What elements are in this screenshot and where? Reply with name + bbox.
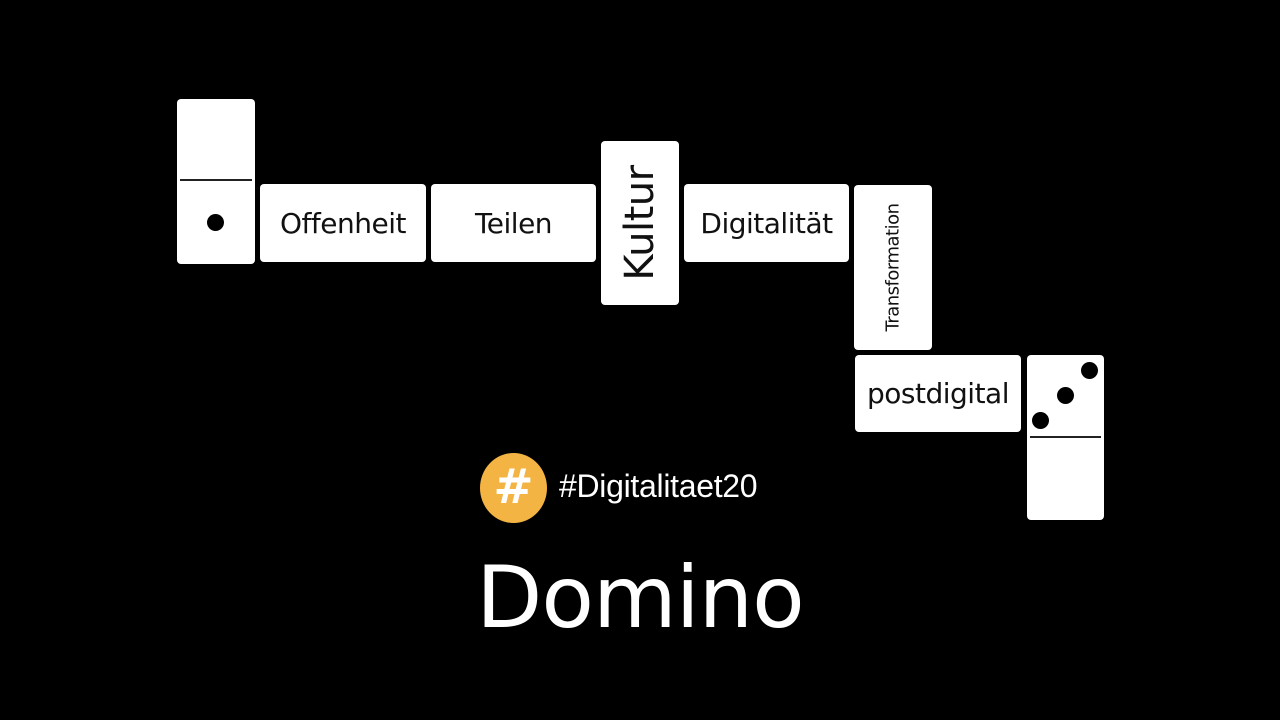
domino-end-pip: [1032, 412, 1049, 429]
tile-kultur: Kultur: [601, 141, 679, 305]
domino-start-divider: [180, 179, 252, 181]
domino-end-pip: [1081, 362, 1098, 379]
hashtag-label: #Digitalitaet20: [559, 468, 758, 504]
tile-transformation-label: Transformation: [882, 203, 904, 332]
tile-offenheit: Offenheit: [260, 184, 426, 262]
hashtag-symbol: #: [493, 459, 534, 515]
domino-end-pip: [1057, 387, 1074, 404]
tile-digitalitaet: Digitalität: [684, 184, 849, 262]
domino-start-pip: [207, 214, 224, 231]
page-title: Domino: [476, 548, 805, 648]
domino-start: [177, 99, 255, 264]
domino-end-divider: [1030, 436, 1101, 438]
tile-transformation: Transformation: [854, 185, 932, 350]
tile-teilen: Teilen: [431, 184, 596, 262]
tile-digitalitaet-label: Digitalität: [700, 206, 833, 240]
tile-postdigital: postdigital: [855, 355, 1021, 432]
hashtag-icon: #: [480, 453, 547, 523]
tile-offenheit-label: Offenheit: [280, 206, 406, 240]
tile-postdigital-label: postdigital: [867, 377, 1010, 410]
tile-teilen-label: Teilen: [474, 206, 553, 240]
domino-end: [1027, 355, 1104, 520]
